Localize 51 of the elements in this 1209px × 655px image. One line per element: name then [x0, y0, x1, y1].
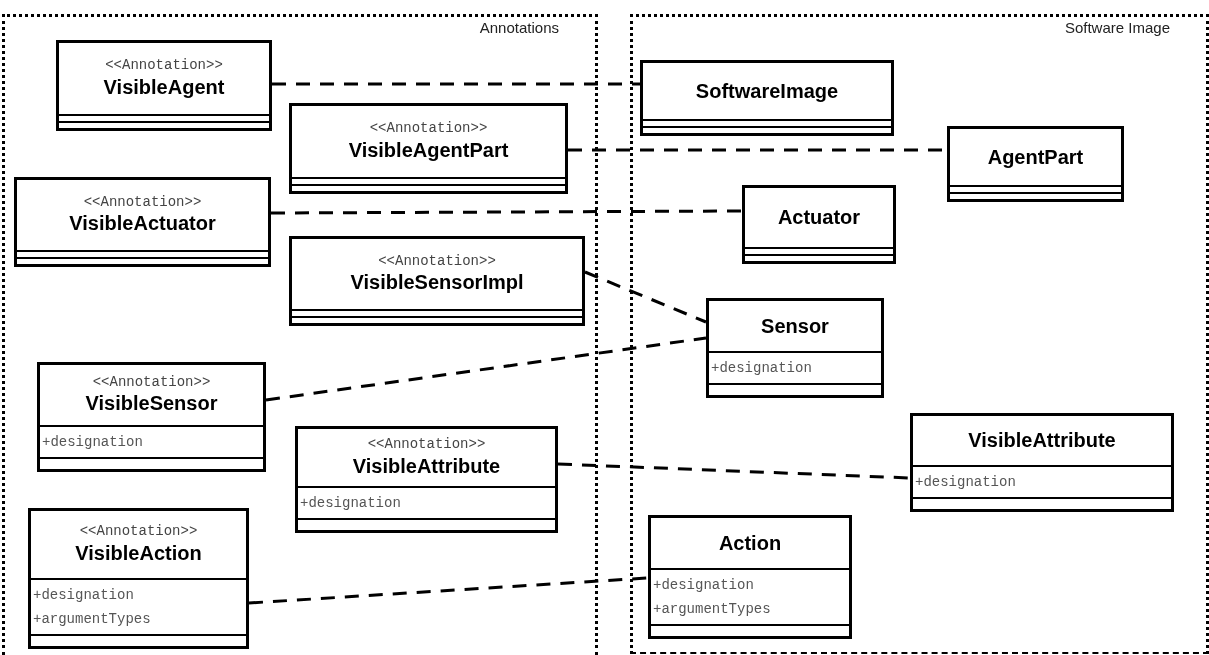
class-box: [289, 236, 585, 326]
class-name: AgentPart: [987, 144, 1084, 170]
stereotype-label: <<Annotation>>: [83, 193, 202, 212]
class-box: [295, 426, 558, 533]
class-name: Actuator: [777, 205, 861, 230]
class-box: [56, 40, 272, 131]
class-box: [640, 60, 894, 136]
attribute-text: +designation: [32, 586, 135, 605]
attribute-text: +designation: [710, 359, 813, 378]
package-frame: [630, 14, 1209, 654]
class-name: VisibleActuator: [69, 211, 216, 237]
attribute-text: +designation: [41, 433, 144, 452]
stereotype-label: <<Annotation>>: [369, 120, 488, 138]
attribute-text: +designation: [914, 473, 1017, 492]
class-box: [742, 185, 896, 264]
dashed-connector: [271, 209, 742, 215]
dashed-connector: [272, 82, 640, 86]
package-frame: [2, 14, 598, 655]
attribute-text: +designation: [299, 494, 402, 513]
class-box: [28, 508, 249, 649]
class-name: VisibleAgent: [103, 74, 225, 100]
class-name: Action: [718, 530, 782, 556]
class-box: [37, 362, 266, 472]
dashed-connector: [248, 576, 649, 605]
attribute-text: +argumentTypes: [652, 600, 772, 619]
class-box: [648, 515, 852, 639]
dashed-connector: [265, 336, 707, 402]
dashed-connector: [584, 270, 707, 324]
package-label: Software Image: [1064, 18, 1170, 38]
class-box: [289, 103, 568, 194]
stereotype-label: <<Annotation>>: [79, 523, 198, 541]
stereotype-label: <<Annotation>>: [105, 57, 223, 75]
class-name: SoftwareImage: [695, 78, 839, 104]
class-name: VisibleAction: [75, 540, 202, 566]
class-box: [910, 413, 1174, 512]
attribute-text: +designation: [652, 576, 755, 595]
class-box: [14, 177, 271, 267]
attribute-text: +argumentTypes: [32, 610, 152, 629]
dashed-connector: [557, 462, 911, 480]
class-box: [706, 298, 884, 398]
class-name: VisibleAgentPart: [348, 137, 509, 163]
stereotype-label: <<Annotation>>: [367, 436, 486, 454]
stereotype-label: <<Annotation>>: [378, 252, 496, 271]
class-name: Sensor: [761, 313, 829, 339]
stereotype-label: <<Annotation>>: [92, 373, 211, 392]
class-name: VisibleSensorImpl: [350, 270, 524, 296]
class-box: [947, 126, 1124, 202]
package-label: Annotations: [479, 18, 559, 38]
class-name: VisibleAttribute: [968, 428, 1116, 453]
class-name: VisibleAttribute: [352, 453, 501, 479]
class-name: VisibleSensor: [85, 391, 218, 417]
